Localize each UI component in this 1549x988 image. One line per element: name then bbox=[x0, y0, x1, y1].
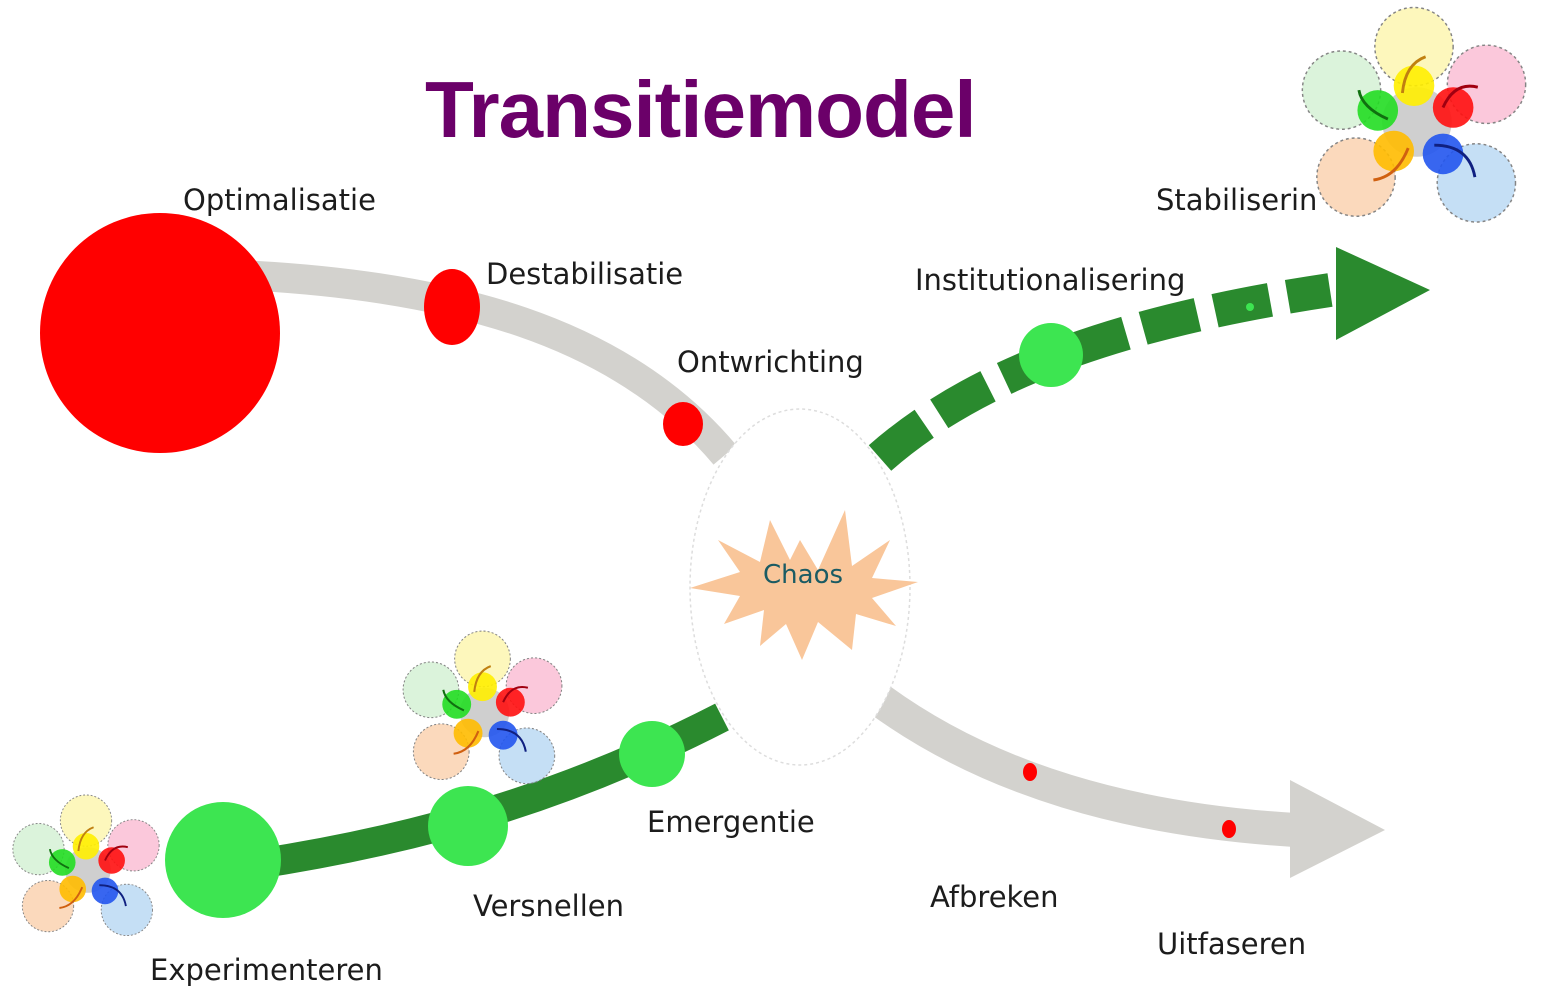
label-emergentie: Emergentie bbox=[647, 805, 815, 839]
afbreken-arrowhead bbox=[1290, 780, 1385, 878]
institutionalisering-node bbox=[1019, 323, 1083, 387]
stabilisering-node bbox=[1246, 303, 1254, 311]
label-destabilisatie: Destabilisatie bbox=[486, 257, 684, 291]
label-afbreken: Afbreken bbox=[930, 880, 1059, 914]
label-chaos: Chaos bbox=[763, 560, 844, 590]
afbreken-path bbox=[870, 686, 1297, 847]
network-cluster-icon-middle bbox=[402, 630, 563, 785]
network-cluster-icon-bottom-left bbox=[11, 794, 161, 937]
institutionalisering-path bbox=[868, 273, 1333, 471]
versnellen-node bbox=[428, 786, 508, 866]
page-title: Transitiemodel bbox=[425, 65, 977, 154]
emergentie-node bbox=[619, 721, 685, 787]
label-versnellen: Versnellen bbox=[473, 889, 625, 923]
label-ontwrichting: Ontwrichting bbox=[677, 345, 864, 379]
label-institutionalisering: Institutionalisering bbox=[915, 263, 1186, 297]
label-experimenteren: Experimenteren bbox=[150, 953, 383, 987]
chaos-burst-icon bbox=[690, 510, 918, 660]
institutionalisering-arrowhead bbox=[1336, 247, 1430, 340]
afbreken-node bbox=[1023, 763, 1037, 781]
uitfaseren-node bbox=[1222, 820, 1236, 838]
optimalisatie-path bbox=[239, 260, 737, 465]
optimalisatie-node bbox=[40, 213, 280, 453]
ontwrichting-node bbox=[663, 402, 703, 446]
label-stabilisering: Stabiliserin bbox=[1156, 183, 1318, 217]
label-uitfaseren: Uitfaseren bbox=[1157, 927, 1307, 961]
destabilisatie-node bbox=[424, 269, 480, 345]
label-optimalisatie: Optimalisatie bbox=[183, 183, 376, 217]
experimenteren-node bbox=[165, 802, 281, 918]
network-cluster-icon-top-right bbox=[1300, 6, 1528, 224]
